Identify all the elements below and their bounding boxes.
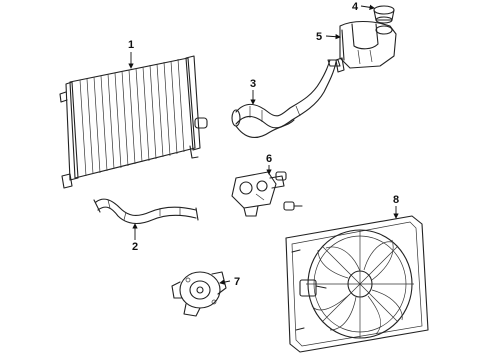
callout-labels: 1 2 3 4 5 6 7 8 [128, 1, 399, 288]
cooling-fan-assembly [285, 215, 429, 353]
callout-5: 5 [316, 31, 322, 43]
callout-4: 4 [352, 1, 359, 13]
callout-6: 6 [266, 153, 272, 165]
lower-radiator-hose [93, 198, 199, 225]
thermostat-housing [231, 171, 303, 217]
callout-2: 2 [132, 241, 138, 253]
callout-7: 7 [234, 276, 240, 288]
coolant-reservoir [335, 20, 397, 73]
water-pump [171, 271, 227, 317]
radiator [59, 55, 208, 189]
callout-3: 3 [250, 78, 256, 90]
callout-1: 1 [128, 39, 134, 51]
coolant-reservoir-cap [373, 5, 395, 24]
leader-lines [128, 4, 399, 285]
callout-8: 8 [393, 194, 399, 206]
upper-radiator-hose [231, 59, 341, 138]
